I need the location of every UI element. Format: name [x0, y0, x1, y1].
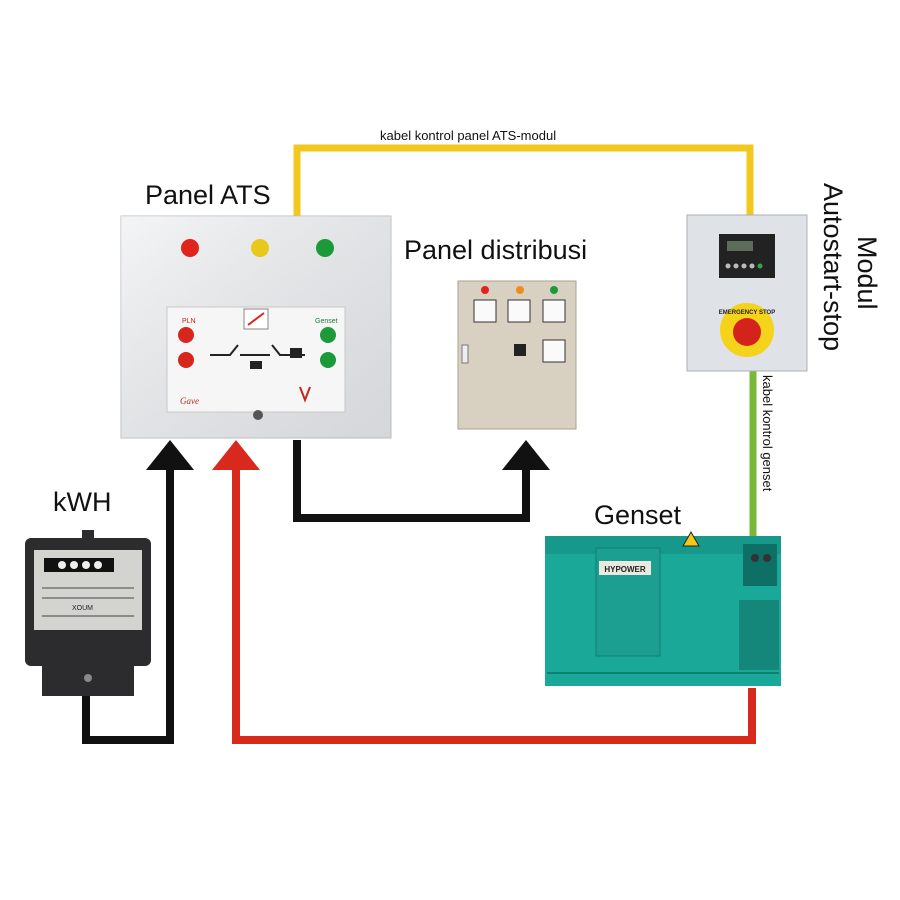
label-kwh: kWH: [53, 487, 112, 517]
ats-lamp-red: [181, 239, 199, 257]
distribution-lamp-green: [550, 286, 558, 294]
wire-power-genset: [232, 462, 756, 744]
label-autostart-stop: Autostart-stop: [818, 183, 848, 352]
genset-unit: HYPOWER: [545, 530, 781, 686]
ats-pln-label: PLN: [182, 318, 196, 325]
ats-keylock[interactable]: [253, 410, 263, 420]
label-genset: Genset: [594, 500, 682, 530]
arrow-ats-to-distribution: [502, 440, 550, 470]
kwh-meter: XOUM: [25, 530, 151, 696]
genset-vent-grille: [739, 600, 779, 670]
label-panel-distribusi: Panel distribusi: [404, 235, 588, 265]
distribution-meter-3: [542, 299, 566, 323]
distribution-lamp-orange: [516, 286, 524, 294]
ats-pln-button-top[interactable]: [178, 327, 194, 343]
label-panel-ats: Panel ATS: [145, 180, 271, 210]
emergency-stop-button[interactable]: [733, 318, 761, 346]
wire-control-ats-module: [293, 144, 754, 218]
arrow-kwh-to-ats: [146, 440, 194, 470]
ats-brand-logo: Gave: [180, 396, 199, 406]
kwh-counter: [44, 558, 114, 572]
ats-lamp-yellow: [251, 239, 269, 257]
distribution-meter-4: [542, 339, 566, 363]
ats-genset-button-bottom[interactable]: [320, 352, 336, 368]
genset-control-panel: [743, 544, 777, 586]
emergency-stop-text: EMERGENCY STOP: [719, 310, 775, 316]
ats-pln-button-bottom[interactable]: [178, 352, 194, 368]
label-cable-ats-module: kabel kontrol panel ATS-modul: [380, 128, 557, 143]
ats-genset-label: Genset: [315, 318, 338, 325]
wire-utility-kwh-ats: [82, 462, 174, 744]
genset-brand: HYPOWER: [604, 565, 646, 574]
distribution-meter-1: [473, 299, 497, 323]
label-modul: Modul: [852, 236, 882, 310]
autostart-module: EMERGENCY STOP: [686, 214, 808, 372]
module-controller-display: [719, 234, 775, 278]
distribution-panel: [457, 280, 577, 430]
distribution-meter-2: [507, 299, 531, 323]
kwh-brand: XOUM: [72, 605, 93, 612]
distribution-lamp-red: [481, 286, 489, 294]
ats-genset-button-top[interactable]: [320, 327, 336, 343]
wire-ats-distribution: [293, 440, 530, 522]
arrow-genset-to-ats: [212, 440, 260, 470]
distribution-selector[interactable]: [514, 344, 526, 356]
ats-panel: PLN Genset Gave: [120, 215, 392, 439]
ats-lamp-green: [316, 239, 334, 257]
label-cable-genset: kabel kontrol genset: [760, 375, 775, 492]
